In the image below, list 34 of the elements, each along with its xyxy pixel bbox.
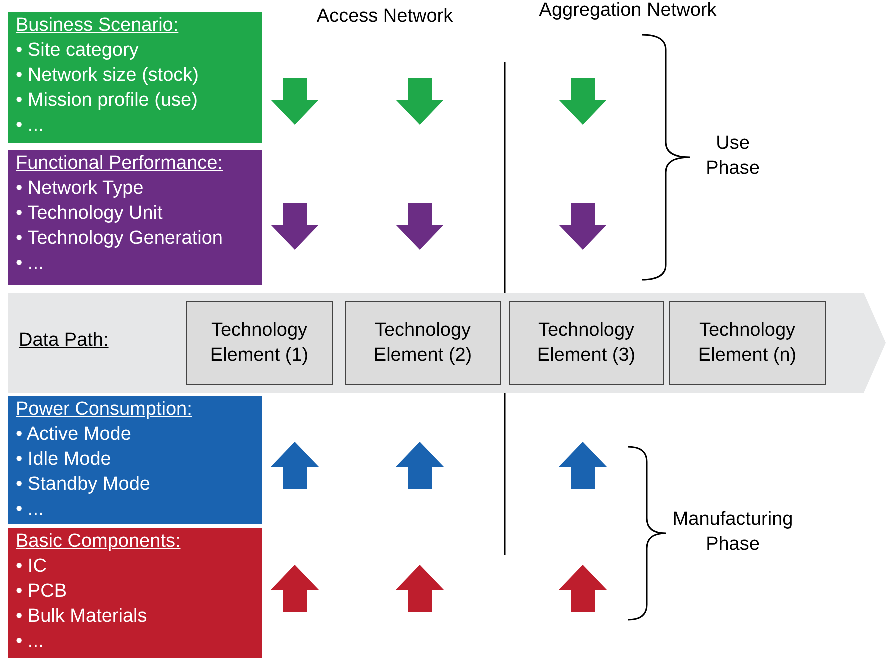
data-path-band [8,293,886,393]
bullet-item: • ... [16,252,44,276]
phase-label: Use Phase [705,132,761,181]
technology-element-box: Technology Element (n) [669,301,826,385]
card-heading: Basic Components: [16,530,181,554]
bullet-item: • ... [16,630,44,654]
bullet-item: • Mission profile (use) [16,89,198,113]
card-heading: Business Scenario: [16,14,179,38]
technology-element-box: Technology Element (3) [509,301,664,385]
info-card [8,12,262,143]
column-heading: Aggregation Network [538,0,718,22]
bullet-item: • Technology Generation [16,227,223,251]
bullet-item: • Idle Mode [16,448,112,472]
bullet-item: • Technology Unit [16,202,163,226]
bullet-item: • Active Mode [16,423,132,447]
info-card [8,150,262,285]
card-heading: Functional Performance: [16,152,223,176]
card-heading: Power Consumption: [16,398,192,422]
column-heading: Access Network [316,6,454,28]
technology-element-box: Technology Element (1) [186,301,333,385]
phase-label: Manufacturing Phase [672,508,794,557]
bullet-item: • PCB [16,580,67,604]
info-card [8,396,262,524]
bullet-item: • Standby Mode [16,473,150,497]
bullet-item: • Network size (stock) [16,64,199,88]
bullet-item: • Network Type [16,177,144,201]
bullet-item: • Site category [16,39,139,63]
bullet-item: • ... [16,114,44,138]
technology-element-box: Technology Element (2) [345,301,501,385]
bullet-item: • IC [16,555,47,579]
bullet-item: • ... [16,498,44,522]
band-label: Data Path: [19,330,109,352]
info-card [8,528,262,658]
bullet-item: • Bulk Materials [16,605,148,629]
